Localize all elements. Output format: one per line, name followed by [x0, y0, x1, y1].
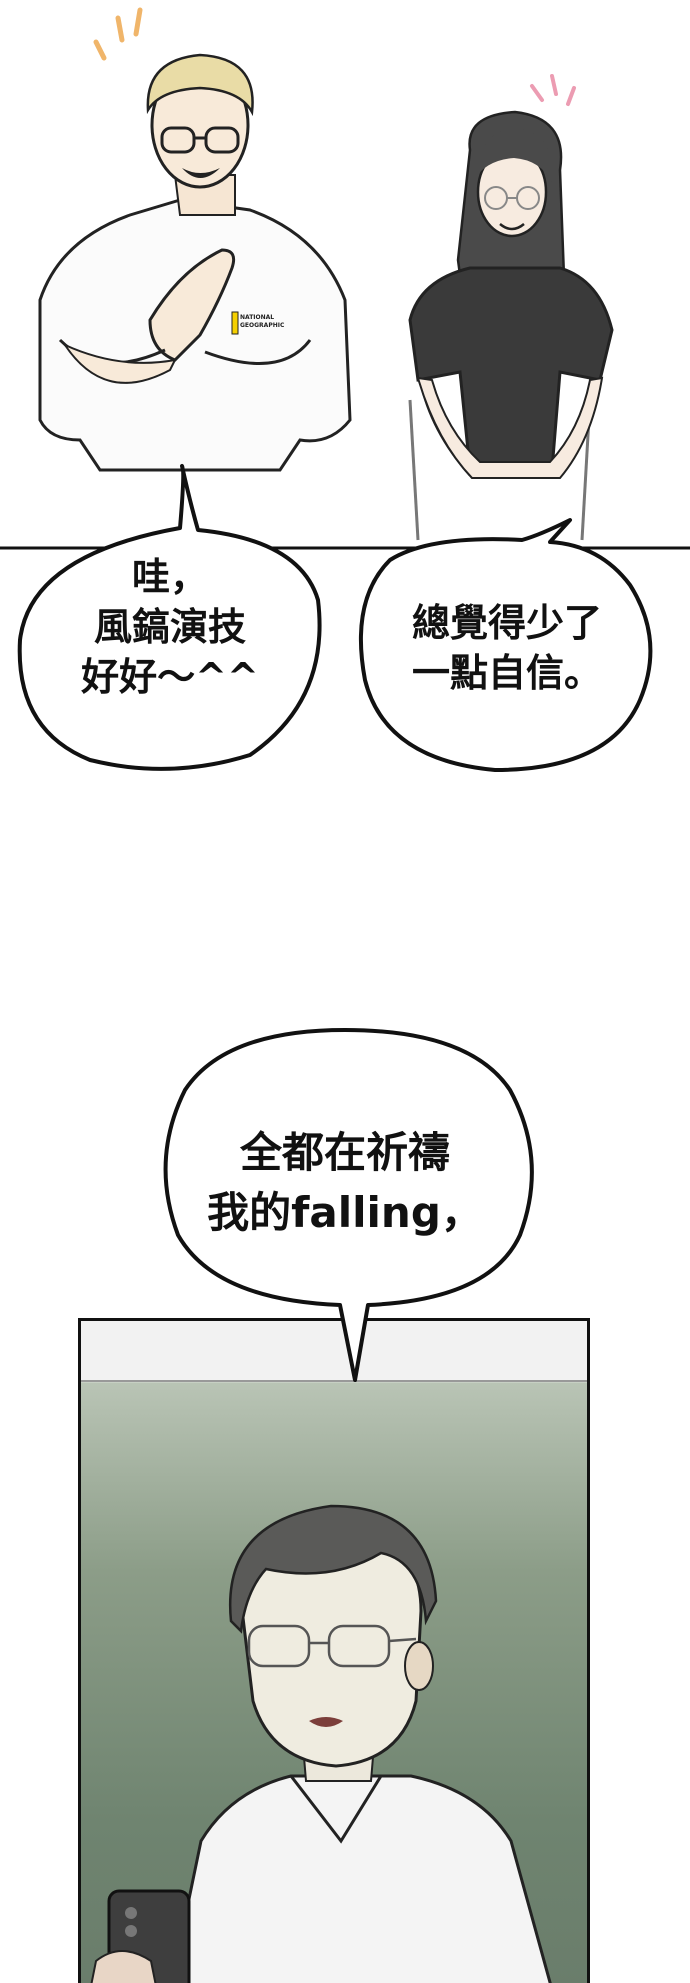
excitement-marks-right — [530, 74, 576, 106]
speech-line: 總覺得少了 — [411, 601, 602, 645]
teacher-man — [170, 1504, 552, 1983]
shirt-logo-line-1: NATIONAL — [240, 314, 275, 321]
speech-text-left: 哇， 風鎬演技 好好～^^ — [45, 552, 295, 702]
speech-text-right: 總覺得少了 一點自信。 — [372, 598, 642, 698]
speech-bubble-center — [163, 1028, 534, 1382]
panel-2-frame — [78, 1318, 590, 1983]
excitement-marks-left — [93, 7, 143, 61]
speech-line: 全都在祈禱 — [239, 1128, 450, 1177]
speech-line: 哇， — [131, 555, 208, 599]
speech-line: 我的falling， — [207, 1187, 483, 1237]
blond-man — [38, 53, 352, 472]
dark-haired-woman — [408, 110, 614, 479]
speech-line: 好好～^^ — [81, 655, 259, 700]
speech-line: 一點自信。 — [411, 651, 602, 696]
shirt-logo: NATIONAL GEOGRAPHIC — [240, 314, 284, 330]
panel-1-artwork — [0, 0, 690, 560]
speech-text-center: 全都在祈禱 我的falling， — [180, 1123, 510, 1242]
shirt-logo-line-2: GEOGRAPHIC — [240, 322, 285, 329]
phone-icon — [90, 1889, 191, 1983]
speech-line: 風鎬演技 — [93, 605, 246, 650]
speech-bubble-left — [17, 464, 653, 772]
